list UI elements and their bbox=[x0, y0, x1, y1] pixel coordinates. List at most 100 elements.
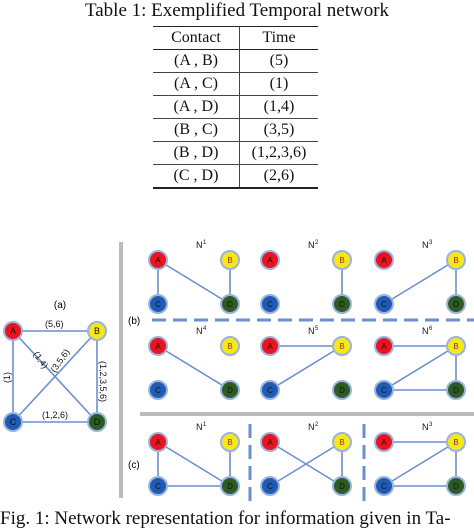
snapshot-title: N bbox=[422, 240, 429, 250]
node-d bbox=[332, 380, 352, 400]
table-row: (C , D) (2,6) bbox=[153, 164, 318, 188]
snapshot-title-sup: 5 bbox=[315, 326, 319, 332]
edge-label: (1) bbox=[2, 372, 12, 383]
node-d bbox=[332, 476, 352, 496]
node-a bbox=[148, 336, 168, 356]
snapshot-title: N bbox=[196, 326, 203, 336]
table-row: (B , D)(1,2,3,6) bbox=[153, 141, 318, 165]
time-cell: (5) bbox=[269, 52, 289, 69]
node-label: C bbox=[155, 300, 161, 309]
edge-bc bbox=[12, 330, 98, 423]
node-b bbox=[446, 432, 466, 452]
node-d bbox=[220, 294, 240, 314]
contact-cell: (B , C) bbox=[153, 118, 240, 142]
snapshot-title-sup: 4 bbox=[203, 326, 207, 332]
node-a bbox=[374, 336, 394, 356]
node-label: B bbox=[94, 326, 100, 336]
node-label: A bbox=[267, 342, 273, 351]
snapshot-title: N bbox=[422, 422, 429, 432]
node-b bbox=[332, 250, 352, 270]
snapshot-title: N bbox=[308, 422, 315, 432]
contact-cell: (C , D) bbox=[153, 164, 240, 188]
node-label: B bbox=[453, 438, 458, 447]
node-label: A bbox=[155, 438, 161, 447]
node-label: D bbox=[227, 300, 233, 309]
time-cell: (2,6) bbox=[263, 167, 295, 184]
snapshot-title: N bbox=[196, 240, 203, 250]
node-label: B bbox=[339, 438, 344, 447]
table-row: (B , C)(3,5) bbox=[153, 118, 318, 142]
node-label: C bbox=[155, 386, 161, 395]
node-label: A bbox=[381, 438, 387, 447]
edge-label: (1,2,3,5,6) bbox=[98, 361, 108, 402]
snapshot-title-sup: 1 bbox=[203, 240, 207, 246]
edge-bc bbox=[383, 259, 457, 305]
figure-caption: Fig. 1: Network representation for infor… bbox=[0, 508, 451, 529]
node-a bbox=[260, 250, 280, 270]
node-label: D bbox=[339, 386, 345, 395]
contact-cell: (B , D) bbox=[153, 141, 240, 165]
node-b bbox=[446, 336, 466, 356]
panel-a-graph bbox=[12, 330, 98, 423]
node-c bbox=[148, 294, 168, 314]
node-label: B bbox=[453, 256, 458, 265]
node-label: C bbox=[381, 300, 387, 309]
edge-ad bbox=[157, 345, 231, 391]
snapshot-title: N bbox=[308, 240, 315, 250]
node-label: A bbox=[381, 256, 387, 265]
node-c bbox=[374, 294, 394, 314]
edge-bc bbox=[269, 345, 343, 391]
node-label: D bbox=[453, 482, 459, 491]
node-label: B bbox=[227, 342, 232, 351]
node-c bbox=[148, 476, 168, 496]
node-a bbox=[374, 250, 394, 270]
edge-ad bbox=[157, 259, 231, 305]
edge-bc bbox=[269, 441, 343, 487]
node-a bbox=[148, 250, 168, 270]
node-label: A bbox=[10, 326, 16, 336]
node-label: A bbox=[155, 256, 161, 265]
column-header-time: Time bbox=[262, 29, 296, 46]
snapshot-title: N bbox=[422, 326, 429, 336]
node-label: C bbox=[155, 482, 161, 491]
time-cell: (1,4) bbox=[263, 98, 295, 115]
node-b bbox=[220, 432, 240, 452]
time-cell: (1) bbox=[269, 75, 289, 92]
node-d bbox=[446, 294, 466, 314]
snapshot-title-sup: 3 bbox=[429, 422, 433, 428]
table-header-row: Contact Time bbox=[153, 26, 318, 50]
node-label: D bbox=[453, 300, 459, 309]
node-d bbox=[446, 476, 466, 496]
snapshot-title-sup: 2 bbox=[315, 240, 319, 246]
node-c bbox=[3, 412, 23, 432]
panel-label-c: (c) bbox=[128, 460, 140, 471]
snapshot-title-sup: 2 bbox=[315, 422, 319, 428]
snapshot-title-sup: 1 bbox=[203, 422, 207, 428]
node-label: C bbox=[10, 417, 17, 427]
node-b bbox=[446, 250, 466, 270]
node-c bbox=[148, 380, 168, 400]
node-a bbox=[3, 321, 23, 341]
node-label: C bbox=[267, 482, 273, 491]
node-b bbox=[87, 321, 107, 341]
snapshot-title: N bbox=[196, 422, 203, 432]
table-row: (A , C)(1) bbox=[153, 72, 318, 96]
node-b bbox=[332, 336, 352, 356]
contact-cell: (A , D) bbox=[153, 95, 240, 119]
contact-cell: (A , B) bbox=[153, 49, 240, 73]
node-label: A bbox=[381, 342, 387, 351]
panel-a-nodes: A B C D bbox=[3, 321, 107, 432]
temporal-network-table: Contact Time (A , B) (5) (A , C)(1) (A , … bbox=[153, 26, 318, 189]
edge-label: (5,6) bbox=[45, 319, 64, 329]
network-figure: (a) (b) (c) (5,6) (1) (1,4) (3,5,6) (1,2… bbox=[2, 240, 474, 502]
node-b bbox=[332, 432, 352, 452]
node-label: B bbox=[227, 256, 232, 265]
node-c bbox=[260, 476, 280, 496]
node-d bbox=[220, 476, 240, 496]
node-label: C bbox=[381, 386, 387, 395]
panel-label-a: (a) bbox=[54, 300, 66, 311]
node-label: D bbox=[339, 482, 345, 491]
node-b bbox=[220, 250, 240, 270]
node-a bbox=[374, 432, 394, 452]
